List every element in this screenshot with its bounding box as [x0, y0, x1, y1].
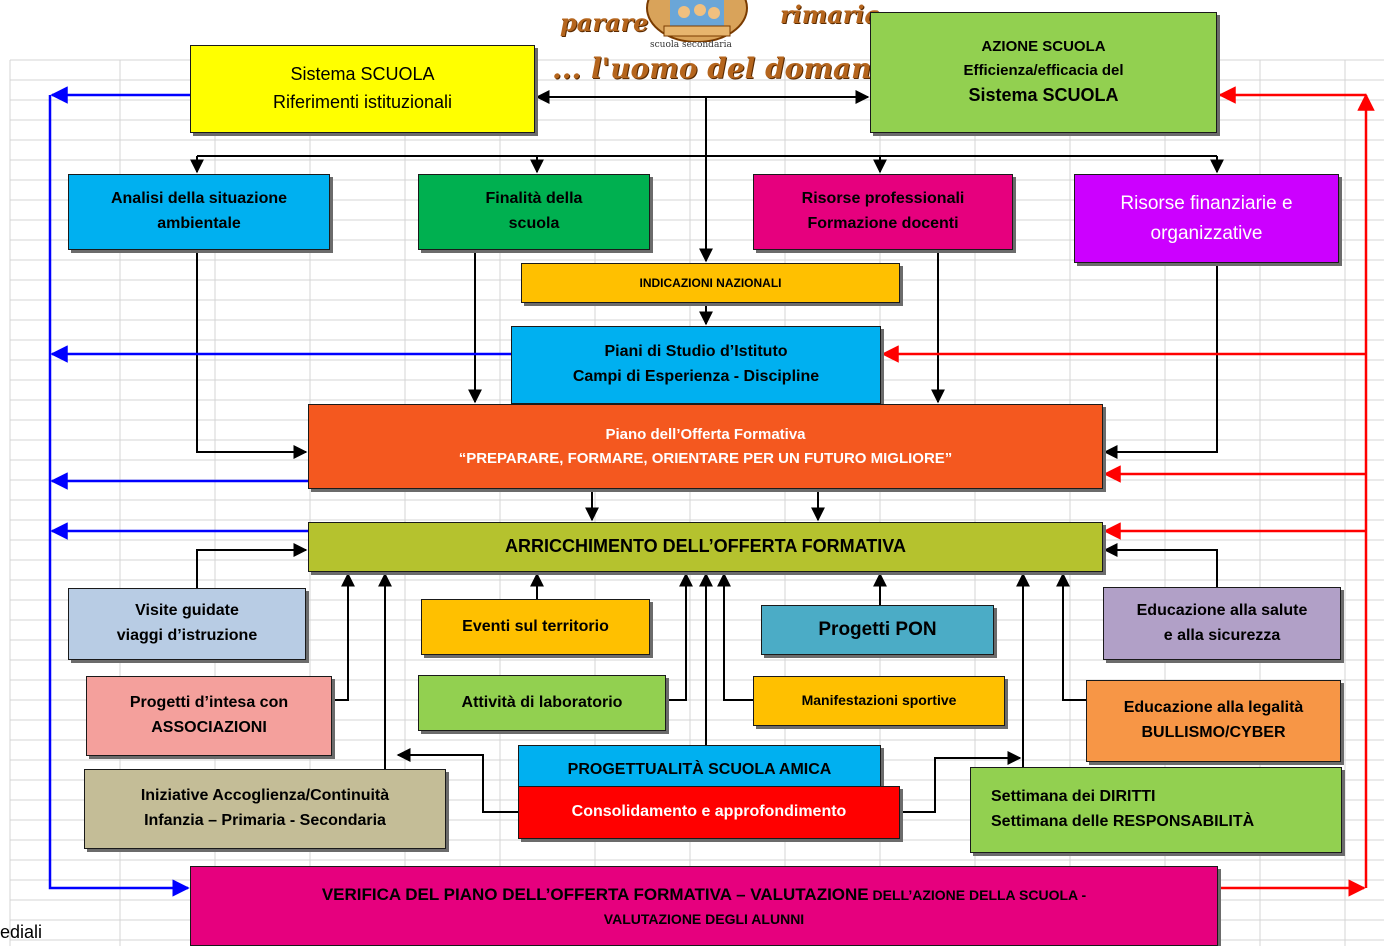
indicazioni-nazionali-box: INDICAZIONI NAZIONALI [521, 263, 900, 303]
sistema-subtitle: Riferimenti istituzionali [272, 92, 453, 112]
piani-line1: Piani di Studio d’Istituto [604, 343, 788, 361]
settimana-line2: Settimana delle RESPONSABILITÀ [991, 813, 1255, 830]
manifestazioni-sportive-box: Manifestazioni sportive [753, 676, 1005, 726]
analisi-line2: ambientale [157, 215, 241, 232]
pof-box: Piano dell’Offerta Formativa “PREPARARE,… [308, 404, 1103, 489]
attivita-laboratorio-box: Attività di laboratorio [418, 675, 666, 731]
risorse-prof-line1: Risorse professionali [801, 190, 965, 208]
progetti-intesa-box: Progetti d’intesa con ASSOCIAZIONI [86, 676, 332, 756]
salute-line1: Educazione alla salute [1136, 601, 1308, 619]
risorse-fin-line2: organizzative [1150, 222, 1263, 244]
intesa-line2: ASSOCIAZIONI [151, 719, 267, 736]
verifica-box: VERIFICA DEL PIANO DELL’OFFERTA FORMATIV… [190, 866, 1218, 946]
pon-label: Progetti PON [818, 619, 937, 641]
logo-word-left: parare [560, 8, 649, 37]
pof-motto: “PREPARARE, FORMARE, ORIENTARE PER UN FU… [458, 449, 953, 467]
settimana-line1: Settimana dei DIRITTI [991, 788, 1156, 806]
educazione-salute-box: Educazione alla salute e alla sicurezza [1103, 587, 1341, 660]
visite-line2: viaggi d’istruzione [116, 627, 258, 644]
intesa-line1: Progetti d’intesa con [129, 694, 289, 712]
laboratorio-label: Attività di laboratorio [461, 693, 623, 711]
accoglienza-line1: Iniziative Accoglienza/Continuità [140, 787, 390, 805]
legalita-line1: Educazione alla legalità [1123, 699, 1304, 717]
eventi-territorio-box: Eventi sul territorio [421, 599, 650, 655]
risorse-prof-line2: Formazione docenti [807, 215, 959, 232]
progetti-pon-box: Progetti PON [761, 605, 994, 655]
verifica-title-suffix: DELL’AZIONE DELLA SCUOLA - [868, 886, 1087, 903]
settimana-diritti-box: Settimana dei DIRITTI Settimana delle RE… [970, 767, 1342, 853]
sistema-title: Sistema SCUOLA [290, 64, 435, 85]
accoglienza-line2: Infanzia – Primaria - Secondaria [144, 812, 386, 829]
azione-scuola-box: AZIONE SCUOLA Efficienza/efficacia del S… [870, 12, 1217, 133]
azione-title: AZIONE SCUOLA [981, 38, 1106, 56]
school-logo: parare rimaria scuola secondaria ... l'u… [520, 0, 904, 96]
piani-studio-box: Piani di Studio d’Istituto Campi di Espe… [511, 326, 881, 404]
analisi-line1: Analisi della situazione [110, 190, 288, 208]
pof-title: Piano dell’Offerta Formativa [605, 426, 806, 444]
iniziative-accoglienza-box: Iniziative Accoglienza/Continuità Infanz… [84, 769, 446, 849]
consolidamento-box: Consolidamento e approfondimento [518, 786, 900, 839]
azione-line2: Efficienza/efficacia del [963, 61, 1124, 79]
eventi-label: Eventi sul territorio [462, 617, 609, 635]
progettualita-label: PROGETTUALITÀ SCUOLA AMICA [567, 760, 832, 778]
verifica-line1: VERIFICA DEL PIANO DELL’OFFERTA FORMATIV… [322, 882, 1086, 909]
salute-line2: e alla sicurezza [1163, 626, 1281, 644]
visite-guidate-box: Visite guidate viaggi d’istruzione [68, 588, 306, 660]
logo-tagline: scuola secondaria [650, 40, 732, 50]
risorse-professionali-box: Risorse professionali Formazione docenti [753, 174, 1013, 250]
educazione-legalita-box: Educazione alla legalità BULLISMO/CYBER [1086, 680, 1341, 762]
verifica-line2: VALUTAZIONE DEGLI ALUNNI [603, 910, 805, 927]
logo-motto: ... l'uomo del domani ! [552, 52, 905, 85]
finalita-box: Finalità della scuola [418, 174, 650, 250]
children-emblem-icon [646, 0, 748, 42]
indicazioni-label: INDICAZIONI NAZIONALI [639, 275, 782, 290]
arricchimento-label: ARRICCHIMENTO DELL’OFFERTA FORMATIVA [505, 536, 906, 557]
risorse-fin-line1: Risorse finanziarie e [1120, 193, 1293, 215]
consolidamento-label: Consolidamento e approfondimento [571, 803, 847, 821]
risorse-finanziarie-box: Risorse finanziarie e organizzative [1074, 174, 1339, 263]
cut-off-text-fragment: ediali [0, 922, 43, 942]
verifica-title: VERIFICA DEL PIANO DELL’OFFERTA FORMATIV… [321, 884, 869, 904]
finalita-line1: Finalità della [485, 190, 583, 208]
legalita-line2: BULLISMO/CYBER [1141, 724, 1286, 741]
piani-line2: Campi di Esperienza - Discipline [572, 368, 820, 385]
sistema-scuola-box: Sistema SCUOLA Riferimenti istituzionali [190, 45, 535, 133]
logo-word-right: rimaria [780, 0, 881, 29]
arricchimento-box: ARRICCHIMENTO DELL’OFFERTA FORMATIVA [308, 522, 1103, 572]
sportive-label: Manifestazioni sportive [801, 692, 957, 709]
finalita-line2: scuola [508, 215, 560, 232]
analisi-box: Analisi della situazione ambientale [68, 174, 330, 250]
visite-line1: Visite guidate [135, 602, 239, 620]
azione-line3: Sistema SCUOLA [968, 84, 1119, 105]
